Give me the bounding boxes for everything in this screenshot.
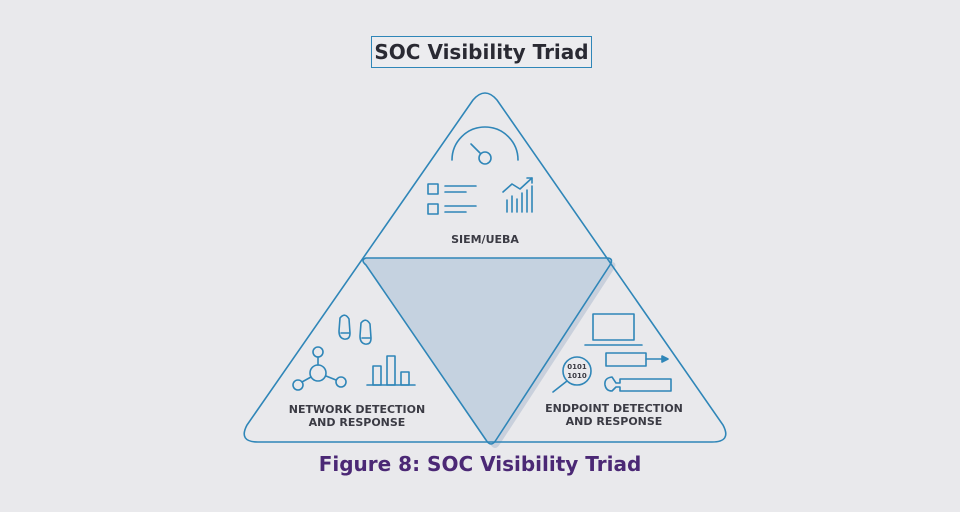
footprints-icon [338,314,372,345]
usb-cable-icon [605,352,669,367]
center-triangle [362,257,613,445]
network-detection-label-line2: AND RESPONSE [309,416,406,429]
outer-triangle [243,92,727,443]
network-node-icon [292,346,347,391]
laptop-icon [584,313,643,346]
gauge-icon [451,126,519,165]
siem-ueba-label: SIEM/UEBA [451,233,519,246]
checklist-icon [427,183,477,215]
binary-line2: 1010 [567,372,587,380]
wrench-icon [604,376,672,392]
trend-chart-icon [502,177,533,213]
endpoint-detection-label-line1: ENDPOINT DETECTION [545,402,683,415]
diagram-title: SOC Visibility Triad [371,36,592,68]
figure-caption: Figure 8: SOC Visibility Triad [318,452,642,476]
binary-line1: 0101 [567,363,587,371]
endpoint-detection-label-line2: AND RESPONSE [566,415,663,428]
network-detection-label-line1: NETWORK DETECTION [289,403,425,416]
bar-chart-icon [366,355,416,386]
binary-magnifier-icon: 0101 1010 [552,356,592,393]
